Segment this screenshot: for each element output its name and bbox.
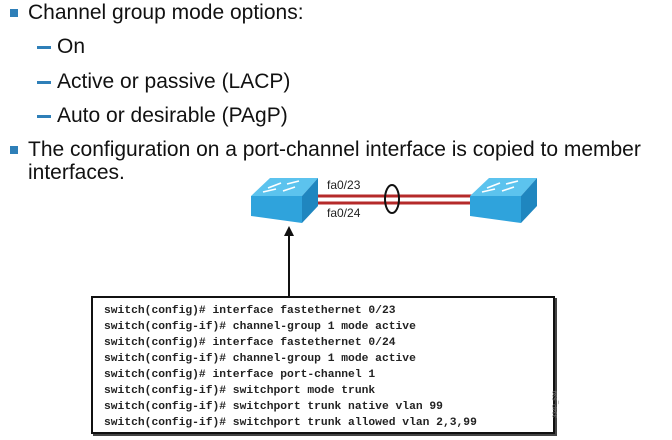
etherchannel-diagram [251, 178, 537, 296]
subitem-pagp: Auto or desirable (PAgP) [57, 104, 288, 127]
config-line: switch(config)# interface fastethernet 0… [104, 305, 396, 317]
arrow-head-icon [284, 226, 294, 236]
bullet-port-channel-config: The configuration on a port-channel inte… [28, 138, 641, 161]
config-line: switch(config-if)# switchport trunk allo… [104, 417, 477, 429]
config-line: switch(config-if)# switchport mode trunk [104, 385, 376, 397]
bullet-port-channel-config-cont: interfaces. [28, 161, 125, 184]
config-line: switch(config-if)# channel-group 1 mode … [104, 353, 416, 365]
link-label-fa0-23: fa0/23 [327, 178, 361, 192]
switch-right-icon [470, 178, 537, 223]
config-line: switch(config)# interface port-channel 1 [104, 369, 376, 381]
figure-id: 334P_539 [553, 390, 559, 418]
bullet-channel-group-modes: Channel group mode options: [28, 1, 304, 24]
config-line: switch(config)# interface fastethernet 0… [104, 337, 396, 349]
dash-marker [37, 81, 51, 84]
subitem-lacp: Active or passive (LACP) [57, 70, 291, 93]
subitem-on: On [57, 35, 86, 58]
bullet-marker [10, 146, 18, 154]
config-box: switch(config)# interface fastethernet 0… [91, 296, 555, 434]
link-label-fa0-24: fa0/24 [327, 206, 361, 220]
bundle-ellipse [384, 184, 400, 214]
bullet-marker [10, 9, 18, 17]
config-line: switch(config-if)# switchport trunk nati… [104, 401, 443, 413]
config-line: switch(config-if)# channel-group 1 mode … [104, 321, 416, 333]
dash-marker [37, 46, 51, 49]
dash-marker [37, 115, 51, 118]
switch-left-icon [251, 178, 318, 223]
